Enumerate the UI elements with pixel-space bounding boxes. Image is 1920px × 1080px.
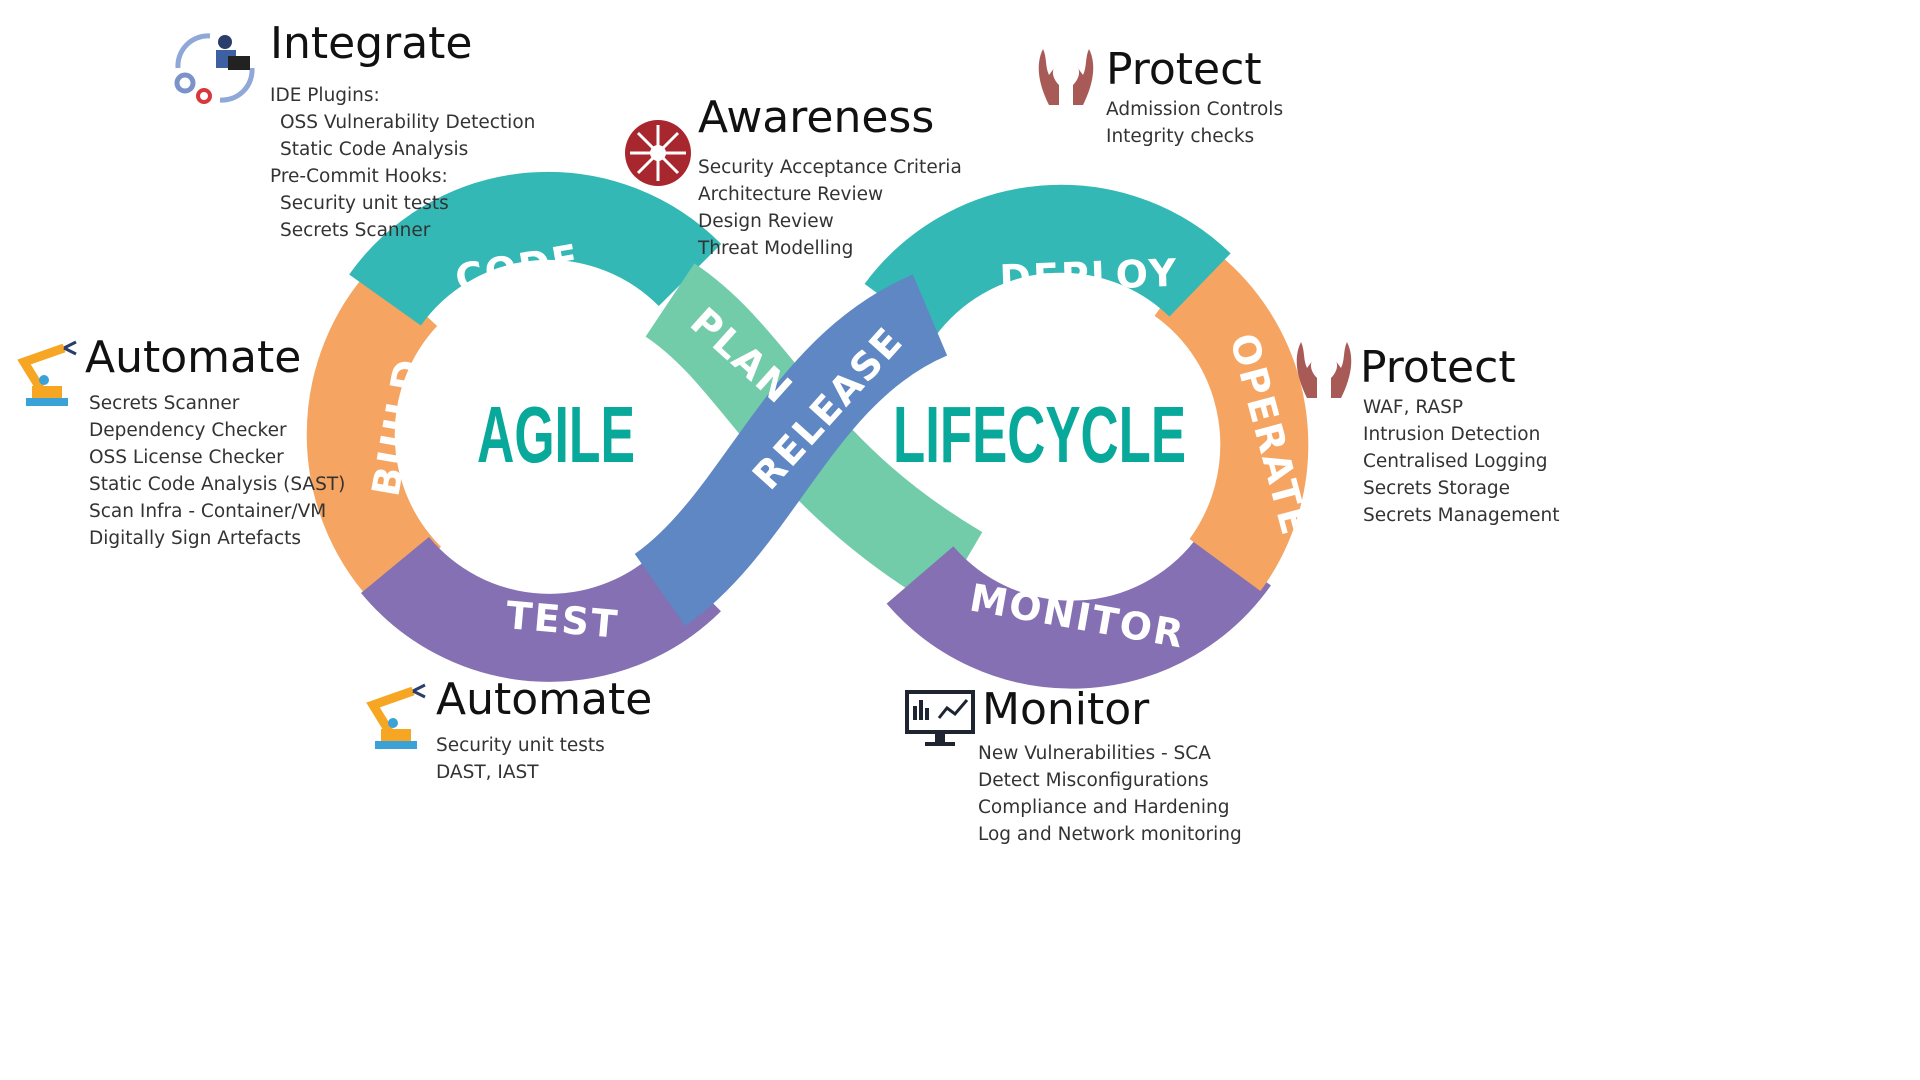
center-label-agile: AGILE [477, 390, 635, 479]
list-item: Scan Infra - Container/VM [89, 501, 327, 522]
label-test: TEST [504, 593, 621, 647]
section-title: Protect [1106, 44, 1262, 95]
segment-test [361, 536, 721, 682]
section-title: Integrate [270, 18, 473, 69]
list-item: OSS Vulnerability Detection [280, 112, 536, 133]
list-item: DAST, IAST [436, 762, 539, 783]
section-title: Awareness [698, 92, 935, 143]
list-item: OSS License Checker [89, 447, 284, 468]
list-item: Secrets Storage [1363, 478, 1511, 499]
infinity-loop-diagram: CODE BUILD TEST PLAN RELEASE DEPLOY OPER… [306, 171, 1309, 689]
segment-code [349, 171, 722, 327]
protect-top-section: Protect Admission Controls Integrity che… [1106, 44, 1283, 150]
segment-build [306, 265, 442, 610]
list-item: Admission Controls [1106, 99, 1284, 120]
automate-bottom-section: Automate Security unit tests DAST, IAST [436, 674, 652, 786]
section-title: Monitor [982, 684, 1150, 735]
list-item: WAF, RASP [1363, 397, 1463, 418]
list-item: New Vulnerabilities - SCA [978, 743, 1211, 764]
section-title: Automate [436, 674, 653, 725]
segment-operate [1153, 244, 1309, 592]
list-item: Security unit tests [436, 735, 605, 756]
list-item: Architecture Review [698, 184, 884, 205]
list-item: Dependency Checker [89, 420, 287, 441]
center-label-lifecycle: LIFECYCLE [893, 390, 1186, 479]
segment-monitor [886, 533, 1271, 689]
list-item: Centralised Logging [1363, 451, 1548, 472]
list-item: Security unit tests [280, 193, 449, 214]
list-heading: Pre-Commit Hooks: [270, 166, 448, 187]
label-deploy: DEPLOY [999, 251, 1179, 301]
section-list: Admission Controls Integrity checks [1106, 96, 1283, 150]
automate-left-section: Automate Secrets Scanner Dependency Chec… [85, 332, 345, 552]
section-list: Secrets Scanner Dependency Checker OSS L… [85, 390, 345, 552]
list-heading: IDE Plugins: [270, 85, 380, 106]
section-list: WAF, RASP Intrusion Detection Centralise… [1360, 394, 1560, 529]
protect-hands-icon [1296, 342, 1352, 398]
robot-arm-icon [17, 340, 77, 406]
awareness-section: Awareness Security Acceptance Criteria A… [698, 92, 962, 262]
list-item: Secrets Scanner [89, 393, 240, 414]
protect-hands-icon [1038, 49, 1094, 105]
section-list: Security Acceptance Criteria Architectur… [698, 154, 962, 262]
list-item: Digitally Sign Artefacts [89, 528, 302, 549]
section-list: Security unit tests DAST, IAST [436, 732, 652, 786]
protect-right-section: Protect WAF, RASP Intrusion Detection Ce… [1360, 342, 1560, 529]
list-item: Secrets Scanner [280, 220, 431, 241]
section-list: New Vulnerabilities - SCA Detect Misconf… [978, 740, 1242, 848]
list-item: Static Code Analysis (SAST) [89, 474, 346, 495]
monitor-section: Monitor New Vulnerabilities - SCA Detect… [978, 684, 1242, 848]
robot-arm-icon [366, 683, 426, 749]
list-item: Security Acceptance Criteria [698, 157, 962, 178]
segment-deploy [864, 184, 1231, 337]
integrate-section: Integrate IDE Plugins: OSS Vulnerability… [270, 18, 535, 244]
list-item: Static Code Analysis [280, 139, 469, 160]
list-item: Intrusion Detection [1363, 424, 1541, 445]
section-title: Automate [85, 332, 302, 383]
segment-release [633, 274, 949, 627]
section-list: IDE Plugins: OSS Vulnerability Detection… [270, 82, 535, 244]
integrate-cycle-icon [174, 33, 255, 104]
list-item: Design Review [698, 211, 834, 232]
list-item: Log and Network monitoring [978, 824, 1242, 845]
monitor-dashboard-icon [905, 690, 975, 746]
list-item: Threat Modelling [698, 238, 854, 259]
list-item: Integrity checks [1106, 126, 1255, 147]
list-item: Detect Misconfigurations [978, 770, 1209, 791]
list-item: Secrets Management [1363, 505, 1560, 526]
awareness-team-icon [625, 120, 691, 186]
section-title: Protect [1360, 342, 1516, 393]
list-item: Compliance and Hardening [978, 797, 1230, 818]
